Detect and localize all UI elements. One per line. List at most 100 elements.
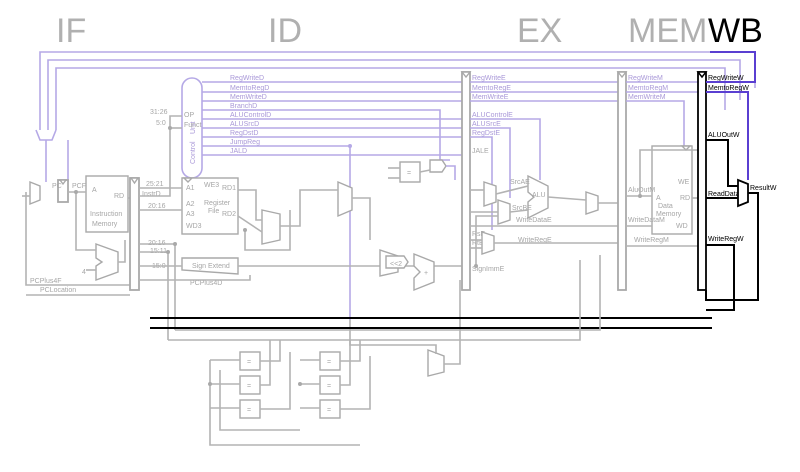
control-op-bits: 31:26 (150, 109, 168, 116)
id-stage: Control Unit 31:26 5:0 OP Funct RegWrite… (139, 75, 462, 377)
rf-we3-label: WE3 (204, 182, 219, 189)
signal-regwritem: RegWriteM (628, 75, 663, 82)
control-unit-label-2: Unit (190, 121, 197, 134)
bits-20-16-label: 20:16 (148, 203, 166, 210)
equality-label: = (407, 170, 411, 177)
ex-regdst-mux (481, 231, 495, 255)
rte-label: RtE (472, 240, 484, 247)
writedatae-label: WriteDataE (516, 217, 552, 224)
writedatam-label: WriteDataM (628, 217, 665, 224)
signal-memwritem: MemWriteM (628, 94, 666, 101)
id-forward-mux-a (261, 209, 281, 245)
dmem-name-label-2: Memory (656, 211, 682, 218)
signal-regwrited: RegWriteD (230, 75, 264, 82)
instrd-label: InstrD (142, 191, 161, 198)
shift-label: <<2 (390, 261, 402, 268)
signal-memwrited: MemWriteD (230, 94, 267, 101)
rf-rd1-label: RD1 (222, 185, 236, 192)
pclocation-label: PCLocation (40, 287, 76, 294)
stage-label-ex: EX (517, 12, 562, 50)
instruction-memory (85, 175, 129, 233)
ex-stage: RegWriteE MemtoRegE MemWriteE ALUControl… (470, 75, 618, 273)
dmem-name-label: Data (658, 203, 673, 210)
signal-alucontrold: ALUControlD (230, 112, 271, 119)
signal-memwritee: MemWriteE (472, 94, 509, 101)
aluoutw-label: ALUOutW (708, 132, 740, 139)
signal-regdstd: RegDstD (230, 130, 258, 137)
dmem-we-label: WE (678, 179, 690, 186)
stage-label-id: ID (268, 12, 302, 50)
control-unit-label: Control (190, 141, 197, 164)
stage-label-mem: MEM (628, 12, 707, 50)
pc-source-mux (29, 180, 41, 206)
control-funct-bits: 5:0 (156, 120, 166, 127)
rf-wd3-label: WD3 (186, 223, 202, 230)
if-stage: PC PCF A RD Instruction Memory 4 PCPlus4… (22, 175, 130, 296)
ex-mem-pipeline-register (617, 71, 627, 291)
stage-label-wb: WB (708, 12, 763, 50)
stage-label-if: IF (56, 12, 86, 50)
pc-plus4-adder (95, 243, 119, 281)
id-ex-pipeline-register (461, 71, 471, 291)
ex-forward-mux-a (483, 181, 497, 207)
rf-name-label: Register (204, 200, 231, 207)
register-file (181, 177, 239, 235)
mem-stage: RegWriteM MemtoRegM MemWriteM WE A RD WD… (626, 75, 698, 247)
signal-memtorege: MemtoRegE (472, 85, 511, 92)
signal-branchd: BranchD (230, 103, 257, 110)
if-id-pipeline-register (129, 177, 140, 291)
rf-a2-label: A2 (186, 201, 195, 208)
ex-result-mux (585, 191, 599, 215)
aluoutm-label: AluOutM (628, 187, 655, 194)
imem-name-label-2: Memory (92, 221, 118, 228)
signal-regwritew: RegWriteW (708, 75, 744, 82)
imem-name-label: Instruction (90, 211, 122, 218)
pcplus4f-label: PCPlus4F (30, 278, 62, 285)
control-funct-label: Funct (184, 122, 202, 129)
dmem-wd-label: WD (676, 223, 688, 230)
svg-text:=: = (247, 383, 251, 390)
signal-jald: JALD (230, 148, 247, 155)
bits-25-21-label: 25:21 (146, 181, 164, 188)
pc-branch-adder-label: + (424, 270, 428, 277)
jal-mux (427, 348, 445, 377)
readdataw-label: ReadDataW (708, 191, 747, 198)
signal-alusrcd: ALUSrcD (230, 121, 259, 128)
signal-regdste: RegDstE (472, 130, 500, 137)
svg-text:=: = (327, 407, 331, 414)
wb-stage: RegWriteW MemtoRegW ALUOutW ReadDataW Wr… (150, 51, 777, 329)
junction-dots (74, 126, 642, 386)
control-feedback-wires (35, 51, 756, 182)
svg-text:=: = (327, 359, 331, 366)
rse-label: RsE (472, 231, 486, 238)
adder-4-label: 4 (82, 269, 86, 276)
signal-jumpreg: JumpReg (230, 139, 260, 146)
rf-a1-label: A1 (186, 185, 195, 192)
sign-extend-label: Sign Extend (192, 263, 230, 270)
resultw-label: ResultW (750, 185, 777, 192)
svg-text:=: = (327, 383, 331, 390)
imem-rd-label: RD (114, 193, 124, 200)
control-op-label: OP (184, 112, 194, 119)
shift-left-2 (385, 255, 409, 269)
dmem-a-label: A (656, 195, 661, 202)
mem-wb-pipeline-register (697, 71, 707, 291)
signal-memtoregw: MemtoRegW (708, 85, 749, 92)
writeregw-label: WriteRegW (708, 236, 744, 243)
srcae-label: SrcAE (510, 179, 530, 186)
rf-a3-label: A3 (186, 211, 195, 218)
rf-rd2-label: RD2 (222, 211, 236, 218)
writeregm-label: WriteRegM (634, 237, 669, 244)
signal-memtoregm: MemtoRegM (628, 85, 668, 92)
id-forward-mux-b (337, 180, 353, 218)
writerege-label: WriteRegE (518, 237, 552, 244)
alu-label: ALU (532, 192, 546, 199)
pcf-label: PCF (72, 183, 86, 190)
ex-alusrc-mux (497, 199, 511, 225)
imem-a-label: A (92, 187, 97, 194)
signal-memtoregd: MemtoRegD (230, 85, 269, 92)
dmem-rd-label: RD (680, 195, 690, 202)
svg-text:=: = (247, 407, 251, 414)
svg-text:=: = (247, 359, 251, 366)
